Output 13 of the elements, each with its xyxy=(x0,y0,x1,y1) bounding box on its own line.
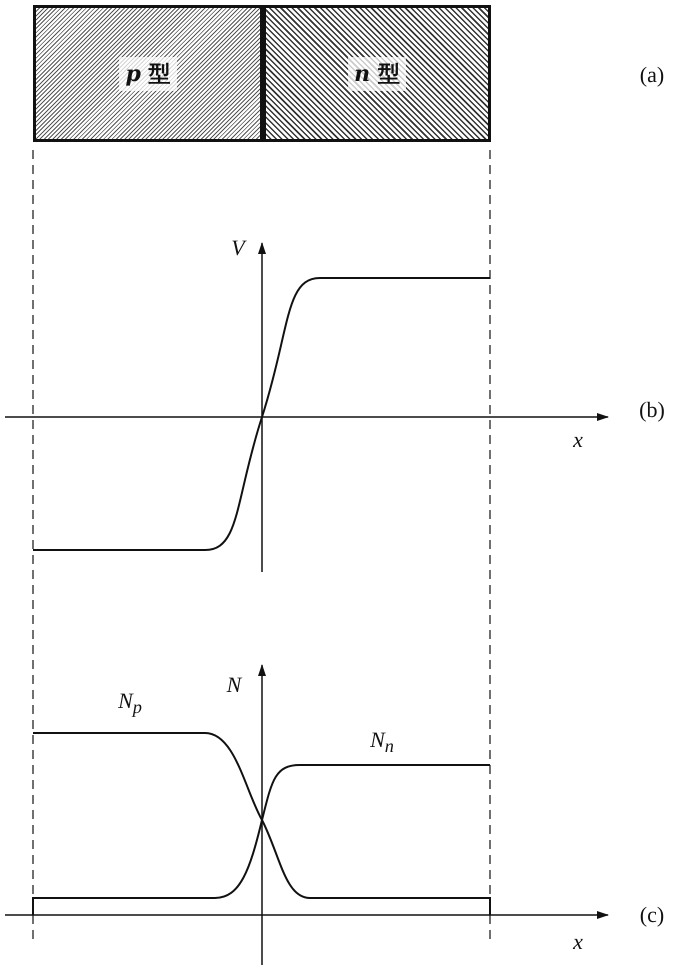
panel-label: (a) xyxy=(640,62,664,88)
axis-label: x xyxy=(573,929,583,955)
curve-label: N$_{n}$ xyxy=(370,726,394,758)
panel-label: (c) xyxy=(640,902,664,928)
axis-label: V xyxy=(231,235,245,261)
semiconductor-region xyxy=(33,5,263,142)
region-label: n 型 xyxy=(348,56,406,90)
axis-label: N xyxy=(226,672,242,698)
curve-label: N$_{p}$ xyxy=(118,688,142,718)
semiconductor-region xyxy=(263,5,491,142)
region-label: p 型 xyxy=(119,56,177,90)
panel-label: (b) xyxy=(639,397,665,423)
axis-label: x xyxy=(573,427,583,453)
